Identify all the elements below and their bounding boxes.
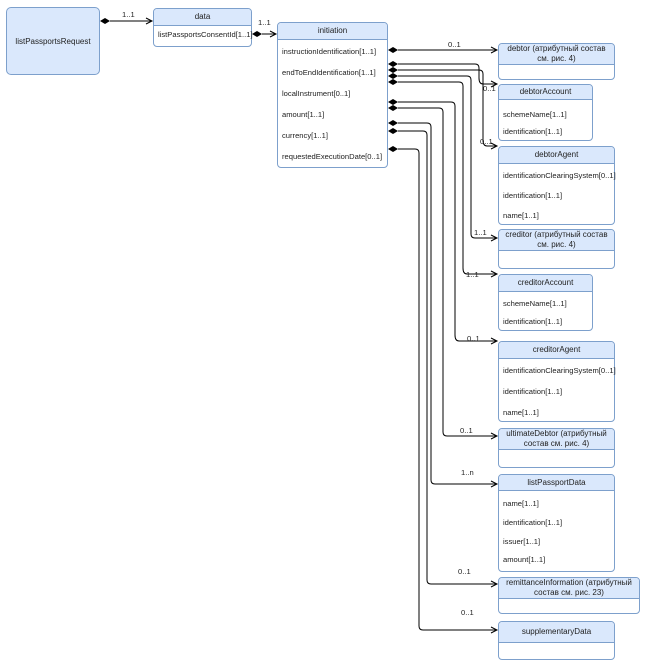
ultimate-debtor-class-title: ultimateDebtor (атрибутный состав см. ри… (499, 429, 614, 450)
arrow-head (490, 337, 499, 345)
creditor-class-title: creditor (атрибутный состав см. рис. 4) (499, 230, 614, 251)
composition-diamond (388, 79, 398, 85)
debtor-account-class[interactable]: debtorAccount schemeName[1..1] identific… (498, 84, 593, 141)
composition-diamond (100, 18, 110, 24)
initiation-class-title: initiation (278, 23, 387, 40)
debtor-account-field: schemeName[1..1] (503, 110, 567, 119)
multiplicity-label: 0..1 (461, 608, 474, 617)
data-class[interactable]: data listPassportsConsentId[1..1] (153, 8, 253, 47)
composition-diamond (388, 128, 398, 134)
debtor-account-class-title: debtorAccount (499, 85, 592, 100)
connector-line (398, 75, 497, 239)
initiation-field: requestedExecutionDate[0..1] (282, 152, 383, 161)
connector-line (398, 148, 497, 631)
debtor-agent-field: identification[1..1] (503, 191, 563, 200)
arrow-head (490, 626, 499, 634)
creditor-class[interactable]: creditor (атрибутный состав см. рис. 4) (498, 229, 615, 269)
connector-line (398, 69, 497, 147)
debtor-agent-field: identificationClearingSystem[0..1] (503, 171, 616, 180)
debtor-agent-class-title: debtorAgent (499, 147, 614, 164)
ultimate-debtor-class[interactable]: ultimateDebtor (атрибутный состав см. ри… (498, 428, 615, 468)
composition-diamond (252, 31, 262, 37)
creditor-account-field: schemeName[1..1] (503, 299, 567, 308)
composition-diamond (388, 105, 398, 111)
composition-diamond (388, 61, 398, 67)
remittance-information-class-title: remittanceInformation (атрибутный состав… (499, 578, 639, 599)
creditor-agent-field: name[1..1] (503, 408, 539, 417)
connector-line (398, 63, 497, 85)
list-passport-data-class-title: listPassportData (499, 475, 614, 491)
multiplicity-label: 1..1 (466, 270, 479, 279)
creditor-account-class[interactable]: creditorAccount schemeName[1..1] identif… (498, 274, 593, 331)
arrow-head (490, 580, 499, 588)
debtor-agent-class[interactable]: debtorAgent identificationClearingSystem… (498, 146, 616, 225)
supplementary-data-class-title: supplementaryData (499, 622, 614, 643)
creditor-agent-class[interactable]: creditorAgent identificationClearingSyst… (498, 341, 616, 422)
multiplicity-label: 0..1 (458, 567, 471, 576)
multiplicity-label: 0..1 (480, 137, 493, 146)
list-passport-data-field: amount[1..1] (503, 555, 546, 564)
connector-line (398, 107, 497, 437)
arrow-head (490, 432, 499, 440)
list-passport-data-field: name[1..1] (503, 499, 539, 508)
data-class-title: data (154, 9, 251, 26)
arrow-head (145, 17, 154, 25)
creditor-account-class-title: creditorAccount (499, 275, 592, 292)
composition-diamond (388, 99, 398, 105)
arrow-head (490, 480, 499, 488)
debtor-account-field: identification[1..1] (503, 127, 563, 136)
supplementary-data-class[interactable]: supplementaryData (498, 621, 615, 660)
composition-diamond (388, 146, 398, 152)
composition-diamond (388, 120, 398, 126)
multiplicity-label: 1..n (461, 468, 474, 477)
multiplicity-label: 0..1 (448, 40, 461, 49)
debtor-agent-field: name[1..1] (503, 211, 539, 220)
initiation-field: amount[1..1] (282, 110, 325, 119)
initiation-class[interactable]: initiation instructionIdentification[1..… (277, 22, 388, 168)
initiation-field: localInstrument[0..1] (282, 89, 351, 98)
initiation-field: instructionIdentification[1..1] (282, 47, 377, 56)
initiation-field: endToEndIdentification[1..1] (282, 68, 376, 77)
creditor-agent-field: identification[1..1] (503, 387, 563, 396)
multiplicity-label: 0..1 (467, 334, 480, 343)
arrow-head (490, 270, 499, 278)
creditor-agent-class-title: creditorAgent (499, 342, 614, 359)
remittance-information-class[interactable]: remittanceInformation (атрибутный состав… (498, 577, 640, 614)
arrow-head (269, 30, 278, 38)
list-passport-data-field: issuer[1..1] (503, 537, 541, 546)
list-passport-data-class[interactable]: listPassportData name[1..1] identificati… (498, 474, 615, 572)
multiplicity-label: 0..1 (483, 84, 496, 93)
multiplicity-label: 1..1 (122, 10, 135, 19)
connector-line (398, 130, 497, 585)
composition-diamond (388, 67, 398, 73)
arrow-head (490, 80, 499, 88)
connector-line (398, 81, 497, 275)
creditor-agent-field: identificationClearingSystem[0..1] (503, 366, 616, 375)
multiplicity-label: 0..1 (460, 426, 473, 435)
composition-diamond (388, 47, 398, 53)
initiation-field: currency[1..1] (282, 131, 329, 140)
multiplicity-label: 1..1 (474, 228, 487, 237)
debtor-class[interactable]: debtor (атрибутный состав см. рис. 4) (498, 43, 615, 80)
arrow-head (490, 142, 499, 150)
debtor-class-title: debtor (атрибутный состав см. рис. 4) (499, 44, 614, 65)
connector-line (398, 122, 497, 485)
arrow-head (490, 46, 499, 54)
data-field: listPassportsConsentId[1..1] (158, 30, 253, 39)
list-passports-request-class[interactable]: listPassportsRequest (6, 7, 100, 75)
connector-line (398, 101, 497, 342)
composition-diamond (388, 73, 398, 79)
creditor-account-field: identification[1..1] (503, 317, 563, 326)
arrow-head (490, 234, 499, 242)
multiplicity-label: 1..1 (258, 18, 271, 27)
list-passport-data-field: identification[1..1] (503, 518, 563, 527)
